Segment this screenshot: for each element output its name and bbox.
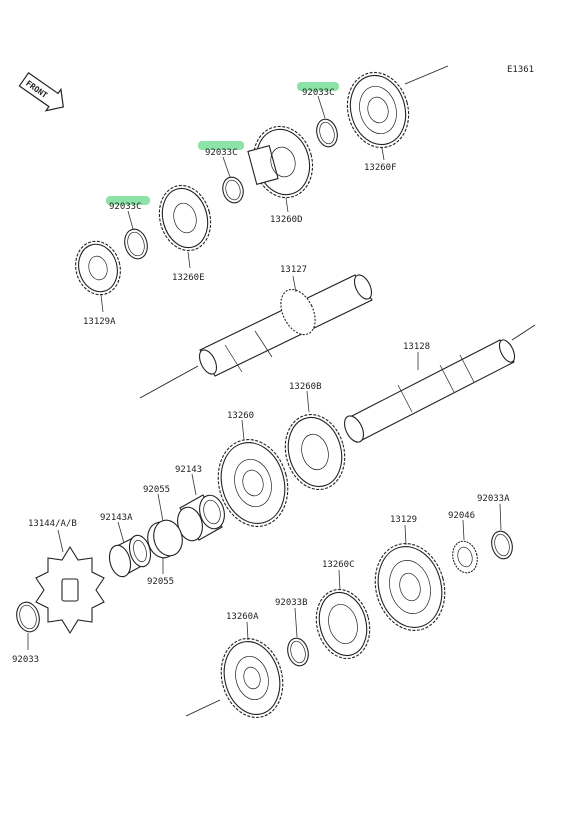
gear-13129 [374,543,446,631]
label-92033b: 92033B [275,598,308,608]
gear-13260b [284,413,346,491]
shaft-13128 [343,339,516,443]
gear-13260e [158,184,212,252]
label-92055-bottom: 92055 [147,577,174,587]
circlip-92033a [491,530,513,560]
ring-92055 [147,519,183,559]
label-13127: 13127 [280,265,307,275]
label-13260b: 13260B [289,382,322,392]
label-13260f: 13260F [364,163,397,173]
bearing-92046 [452,540,478,574]
label-13128: 13128 [403,342,430,352]
label-13129: 13129 [390,515,417,525]
axis-line-bottom [185,699,221,717]
circlip-92033b [287,637,309,667]
shaft-13127 [198,274,373,377]
collar-92143a [108,534,152,578]
gear-13260 [217,439,289,527]
circlip-92033c-3 [124,228,148,260]
label-13260c: 13260C [322,560,355,570]
gear-13129a [75,240,121,296]
label-92143: 92143 [175,465,202,475]
label-92046: 92046 [448,511,475,521]
circlip-92033c-1 [316,118,338,148]
highlight-bar-3 [106,196,150,205]
highlight-bar-2 [198,141,244,150]
label-92055-top: 92055 [143,485,170,495]
label-13260: 13260 [227,411,254,421]
label-13260d: 13260D [270,215,303,225]
label-92033a: 92033A [477,494,510,504]
label-92033c-1: 92033C [302,88,335,98]
label-13129a: 13129A [83,317,116,327]
axis-line-right [511,324,536,341]
label-13144-a-b: 13144/A/B [28,519,77,529]
circlip-92033 [16,601,40,633]
gear-13260a [220,638,284,718]
front-arrow-icon: FRONT [18,71,64,112]
axis-line-top [404,65,449,85]
highlight-bar-1 [297,82,339,91]
gear-13260d [247,125,314,199]
diagram-code: E1361 [507,65,534,75]
sprocket-13144 [35,545,105,635]
label-13260a: 13260A [226,612,259,622]
gear-13260c [315,588,371,660]
label-13260e: 13260E [172,273,205,283]
label-92033: 92033 [12,655,39,665]
bushing-92143 [177,494,225,542]
circlip-92033c-2 [222,176,244,204]
label-92033c-3: 92033C [109,202,142,212]
label-92143a: 92143A [100,513,133,523]
label-92033c-2: 92033C [205,148,238,158]
gear-13260f [346,71,410,149]
axis-line-mid [139,365,199,399]
